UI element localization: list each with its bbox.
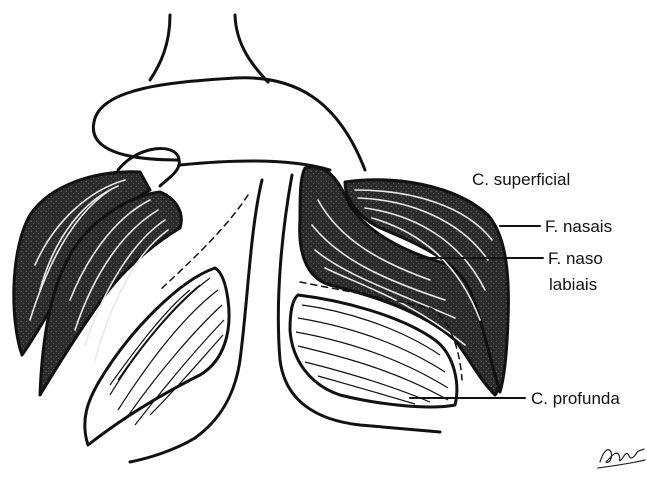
- nose-right-contour: [235, 15, 268, 82]
- label-nasolabial-fibers-line1: F. naso: [548, 250, 603, 267]
- label-nasal-fibers: F. nasais: [545, 218, 612, 235]
- artist-signature: [598, 449, 645, 468]
- label-deep-layer: C. profunda: [531, 390, 620, 407]
- nose-left-contour: [150, 15, 170, 80]
- label-superficial-layer: C. superficial: [472, 171, 570, 188]
- label-nasolabial-fibers-line2: labiais: [549, 276, 597, 293]
